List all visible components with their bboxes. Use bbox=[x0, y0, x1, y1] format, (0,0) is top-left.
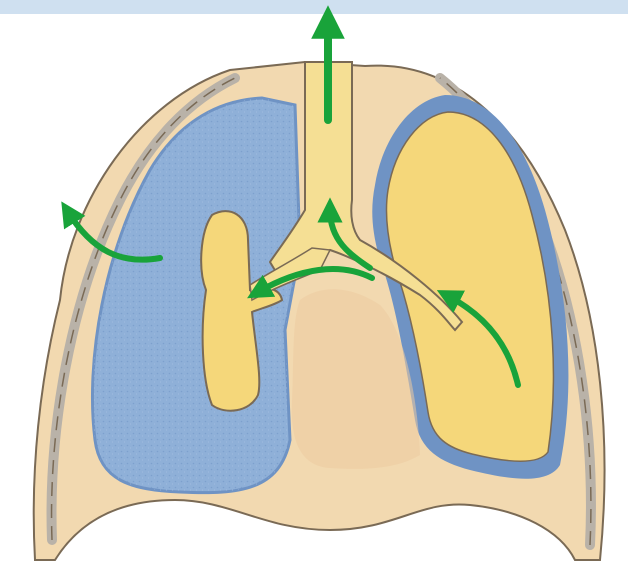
top-band bbox=[0, 0, 628, 14]
